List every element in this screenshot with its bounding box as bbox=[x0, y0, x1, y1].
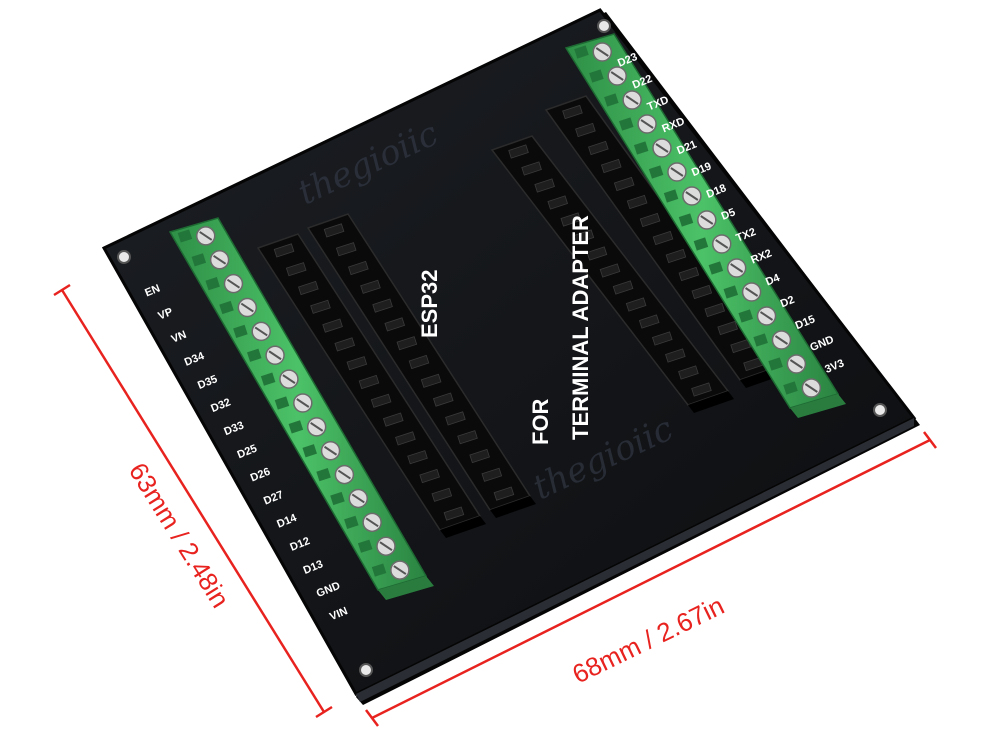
pin-label: VP bbox=[156, 306, 174, 323]
terminal-block bbox=[564, 33, 846, 418]
mounting-hole-icon bbox=[359, 663, 373, 677]
header-socket bbox=[370, 393, 392, 408]
header-socket bbox=[372, 298, 393, 313]
header-socket bbox=[586, 246, 608, 261]
header-socket bbox=[588, 140, 609, 156]
header-socket bbox=[395, 431, 416, 446]
female-header-strip bbox=[306, 213, 536, 518]
header-socket bbox=[335, 242, 357, 257]
header-socket bbox=[652, 230, 674, 246]
header-socket bbox=[273, 243, 295, 258]
header-socket bbox=[323, 223, 345, 238]
title-for: FOR bbox=[528, 398, 553, 445]
header-socket bbox=[285, 262, 307, 277]
female-header-strip bbox=[544, 95, 786, 388]
header-socket bbox=[704, 302, 726, 318]
header-socket bbox=[334, 337, 356, 352]
pin-label: D4 bbox=[764, 272, 782, 289]
header-socket bbox=[547, 195, 569, 210]
header-socket bbox=[612, 280, 634, 295]
header-socket bbox=[384, 317, 406, 332]
board-title: ESP32 FOR TERMINAL ADAPTER bbox=[417, 215, 593, 445]
header-socket bbox=[481, 467, 503, 482]
header-socket bbox=[599, 263, 621, 278]
header-socket bbox=[382, 412, 404, 427]
pcb-side bbox=[356, 418, 914, 702]
header-socket bbox=[346, 356, 368, 371]
title-esp32: ESP32 bbox=[417, 270, 442, 339]
female-header-strip bbox=[490, 135, 734, 413]
female-header-strip bbox=[256, 233, 486, 538]
pin-label: D2 bbox=[779, 294, 797, 310]
header-socket bbox=[298, 280, 319, 296]
terminal-block bbox=[168, 217, 434, 600]
mounting-hole-icon bbox=[597, 19, 611, 33]
header-socket bbox=[575, 122, 596, 138]
header-socket bbox=[600, 158, 622, 174]
header-socket bbox=[639, 212, 661, 228]
header-socket bbox=[562, 104, 583, 120]
header-socket bbox=[443, 506, 465, 521]
header-socket bbox=[613, 176, 635, 192]
header-socket bbox=[469, 448, 490, 464]
header-socket bbox=[358, 374, 380, 390]
header-socket bbox=[408, 354, 430, 370]
pin-label: D5 bbox=[720, 206, 738, 222]
header-socket bbox=[626, 194, 648, 210]
width-label: 68mm / 2.67in bbox=[567, 590, 728, 689]
header-socket bbox=[560, 212, 582, 227]
header-socket bbox=[431, 487, 453, 502]
header-socket bbox=[310, 299, 331, 314]
header-socket bbox=[407, 450, 428, 465]
header-socket bbox=[573, 229, 595, 244]
header-socket bbox=[508, 144, 529, 159]
header-socket bbox=[521, 161, 542, 176]
screw-terminals bbox=[168, 33, 846, 600]
header-socket bbox=[419, 468, 440, 484]
header-socket bbox=[651, 331, 673, 346]
header-socket bbox=[396, 336, 418, 351]
header-socket bbox=[665, 348, 686, 363]
header-socket bbox=[625, 297, 647, 312]
header-socket bbox=[445, 411, 466, 426]
header-socket bbox=[420, 373, 442, 388]
mounting-hole-icon bbox=[873, 403, 887, 417]
header-socket bbox=[665, 248, 687, 264]
header-socket bbox=[678, 266, 700, 282]
header-socket bbox=[717, 320, 738, 336]
header-socket bbox=[691, 382, 712, 397]
header-socket bbox=[360, 279, 381, 294]
header-socket bbox=[322, 318, 343, 333]
mounting-hole-icon bbox=[117, 250, 131, 264]
pin-label: EN bbox=[143, 282, 162, 299]
header-socket bbox=[534, 178, 555, 193]
header-socket bbox=[457, 430, 478, 445]
title-terminal-adapter: TERMINAL ADAPTER bbox=[568, 215, 593, 440]
header-socket bbox=[348, 260, 369, 276]
female-headers bbox=[256, 95, 786, 538]
header-socket bbox=[678, 365, 699, 380]
header-socket bbox=[432, 392, 454, 407]
header-socket bbox=[638, 314, 660, 329]
header-socket bbox=[493, 486, 515, 501]
header-socket bbox=[691, 284, 713, 300]
pin-label: VN bbox=[170, 329, 189, 346]
